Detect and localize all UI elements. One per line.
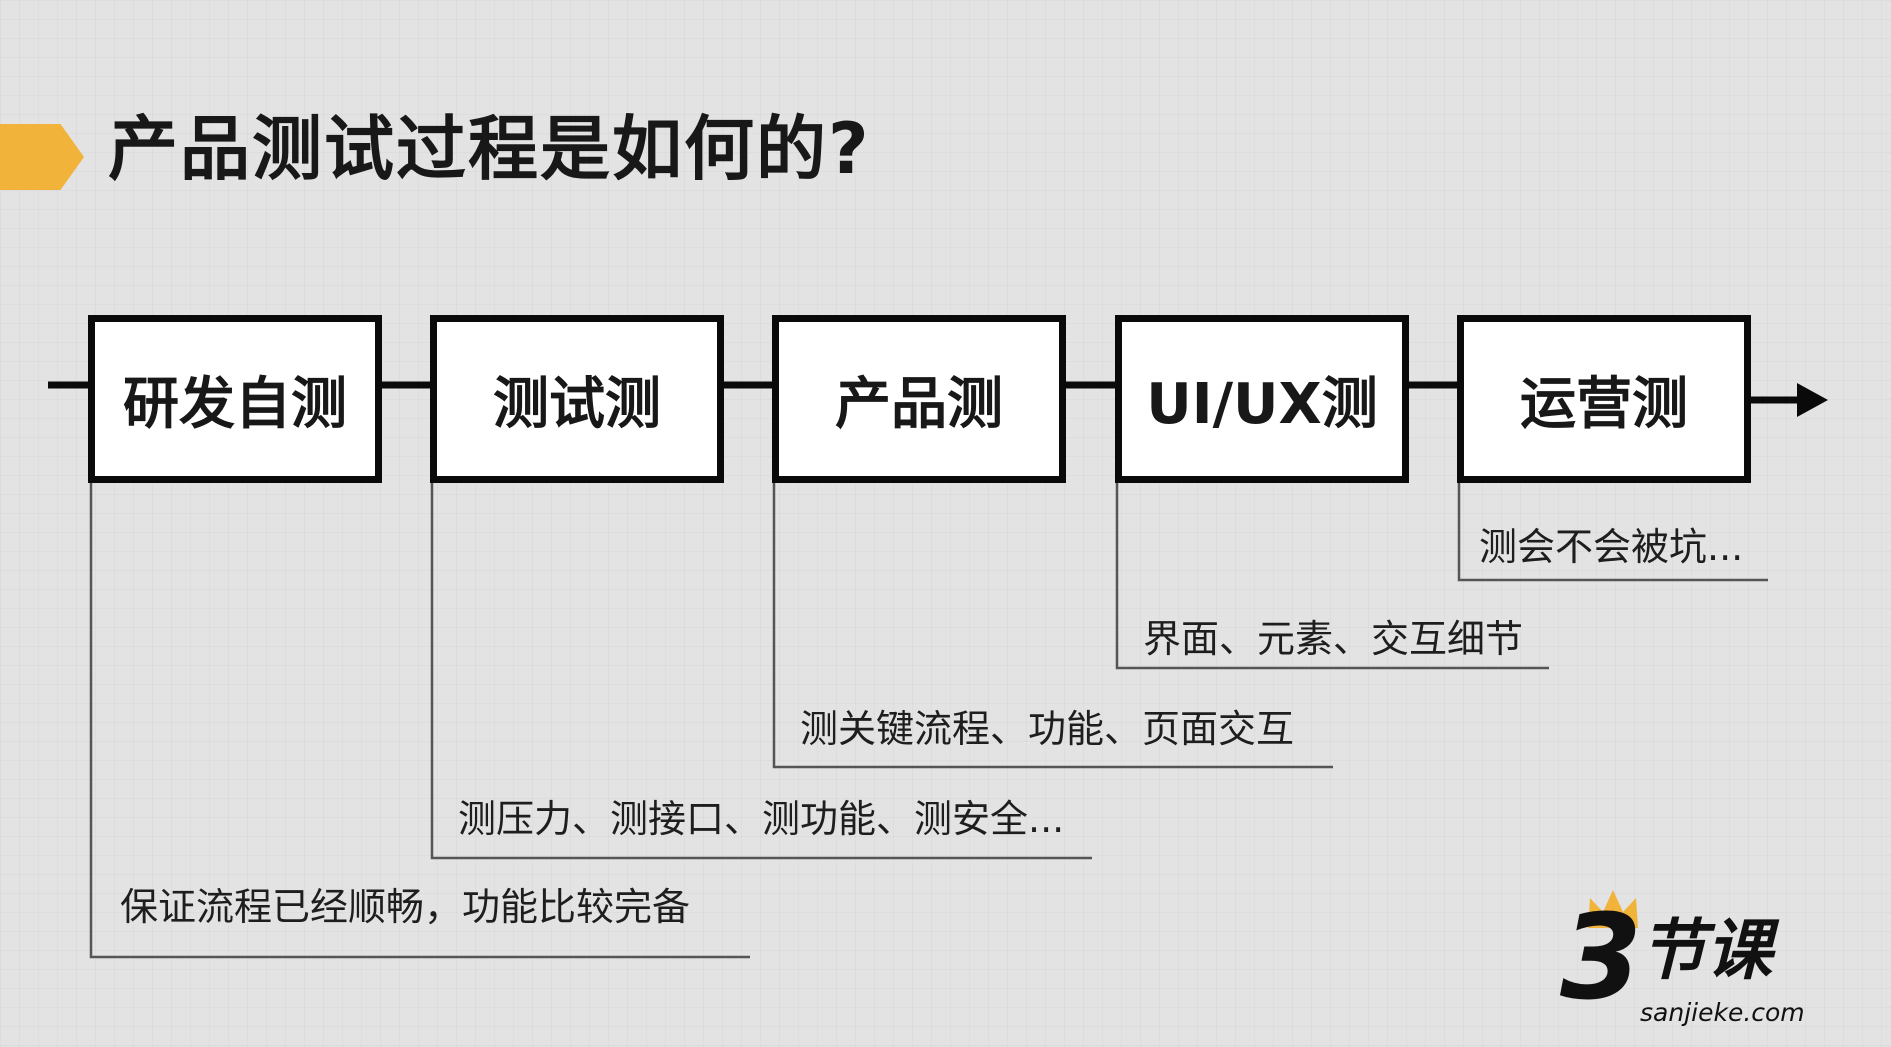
callout-line-1 xyxy=(89,483,750,959)
callout-line-2 xyxy=(430,483,1092,860)
callout-line-3 xyxy=(772,483,1333,769)
stage-note-dev-self-test: 保证流程已经顺畅，功能比较完备 xyxy=(120,885,691,929)
stage-label: 测试测 xyxy=(493,371,661,437)
stage-label: 运营测 xyxy=(1520,371,1688,437)
stage-box-dev-self-test: 研发自测 xyxy=(88,315,382,483)
stage-label: 研发自测 xyxy=(123,371,347,437)
stage-note-product-test: 测关键流程、功能、页面交互 xyxy=(800,707,1295,751)
stage-box-uiux-test: UI/UX测 xyxy=(1115,315,1409,483)
logo-url: sanjieke.com xyxy=(1640,998,1805,1027)
logo-mark: 3 xyxy=(1560,888,1643,1026)
crown-icon xyxy=(1588,890,1638,928)
stage-note-ops-test: 测会不会被坑... xyxy=(1479,525,1744,569)
stage-label: 产品测 xyxy=(835,371,1003,437)
stage-box-qa-test: 测试测 xyxy=(430,315,724,483)
stage-note-qa-test: 测压力、测接口、测功能、测安全... xyxy=(458,797,1065,841)
page-title: 产品测试过程是如何的? xyxy=(108,108,871,190)
stage-label: UI/UX测 xyxy=(1146,371,1378,437)
stage-box-product-test: 产品测 xyxy=(772,315,1066,483)
callout-line-5 xyxy=(1457,483,1768,582)
logo-wordmark: 节课 xyxy=(1640,912,1772,989)
callout-line-4 xyxy=(1115,483,1549,670)
stage-box-ops-test: 运营测 xyxy=(1457,315,1751,483)
stage-note-uiux-test: 界面、元素、交互细节 xyxy=(1143,617,1524,661)
flow-arrowhead-icon xyxy=(1797,383,1828,417)
